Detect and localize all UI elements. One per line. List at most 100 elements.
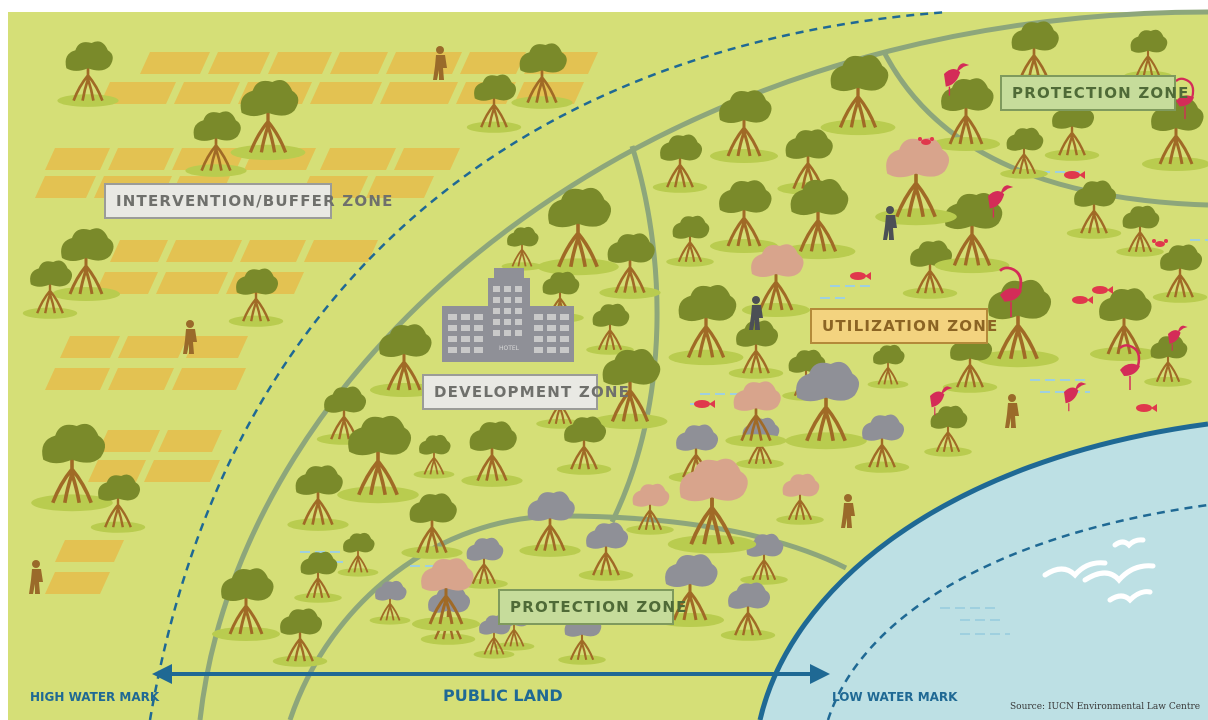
- fish-icon: [850, 272, 871, 280]
- mangrove-tree: [725, 381, 787, 447]
- hotel-window: [534, 336, 543, 342]
- mangrove-tree: [401, 493, 463, 559]
- field-plot: [35, 176, 96, 198]
- outer-zone-boundary: [197, 9, 1208, 720]
- hotel-window: [474, 336, 483, 342]
- field-plot: [144, 460, 220, 482]
- hotel-window: [515, 286, 522, 292]
- mangrove-tree: [22, 260, 78, 319]
- field-plot: [366, 176, 434, 198]
- hotel-window: [493, 319, 500, 325]
- field-plot: [60, 336, 120, 358]
- mangrove-tree: [337, 532, 379, 577]
- person-icon: [433, 46, 447, 80]
- mangrove-tree: [710, 90, 778, 163]
- field-plot: [45, 572, 110, 594]
- field-plot: [95, 272, 158, 294]
- mangrove-tree: [519, 491, 581, 557]
- field-plot: [156, 272, 228, 294]
- mangrove-tree: [776, 473, 824, 525]
- crab-icon: [918, 137, 934, 145]
- low-water-mark-label: LOW WATER MARK: [832, 690, 958, 704]
- field-plot: [320, 148, 396, 170]
- hotel-window: [515, 297, 522, 303]
- hotel-window: [461, 347, 470, 353]
- hotel-window: [560, 314, 569, 320]
- top-protection-boundary: [881, 50, 1208, 208]
- hotel-window: [448, 347, 457, 353]
- field-plot: [174, 82, 240, 104]
- mangrove-tree: [1152, 244, 1208, 303]
- mangrove-tree: [854, 414, 910, 473]
- people: [29, 46, 1019, 594]
- field-plot: [110, 240, 168, 262]
- low-water-mark-line: [826, 503, 1208, 720]
- mangrove-tree: [1066, 180, 1122, 239]
- hotel-window: [547, 336, 556, 342]
- fish-icon: [1136, 404, 1157, 412]
- mangrove-tree: [413, 434, 455, 479]
- hotel-sign: HOTEL: [499, 345, 520, 352]
- intervention-buffer-zone-label: INTERVENTION/BUFFER ZONE: [104, 183, 392, 219]
- mangrove-tree: [1090, 288, 1158, 361]
- field-plot: [108, 148, 174, 170]
- hotel-window: [547, 314, 556, 320]
- hotel-window: [474, 347, 483, 353]
- mangrove-tree: [337, 415, 419, 504]
- mangrove-tree: [90, 474, 146, 533]
- field-plot: [55, 540, 124, 562]
- hotel-window: [493, 330, 500, 336]
- high-water-mark-line: [148, 10, 949, 720]
- hotel-window: [504, 319, 511, 325]
- person-icon: [841, 494, 855, 528]
- mangrove-tree: [720, 582, 776, 641]
- mangrove-tree: [294, 551, 342, 603]
- mangrove-tree: [466, 74, 522, 133]
- hotel-window: [493, 308, 500, 314]
- hotel-window: [448, 336, 457, 342]
- hotel-window: [547, 347, 556, 353]
- hotel-window: [504, 308, 511, 314]
- hotel-building: HOTEL: [442, 268, 574, 362]
- mangrove-tree: [592, 349, 668, 430]
- field-plot: [304, 240, 378, 262]
- hotel-window: [504, 330, 511, 336]
- hotel-window: [515, 308, 522, 314]
- mangrove-tree: [212, 568, 280, 641]
- bird-icon: [988, 185, 1014, 218]
- mangrove-tree: [867, 344, 909, 389]
- public-land-label: PUBLIC LAND: [443, 686, 563, 705]
- mangrove-tree: [599, 233, 661, 299]
- hotel-window: [448, 314, 457, 320]
- bird-icon: [1064, 382, 1087, 412]
- mangrove-tree: [272, 608, 328, 667]
- hotel-window: [560, 325, 569, 331]
- person-icon: [883, 206, 897, 240]
- mangrove-tree: [1144, 335, 1192, 387]
- mangrove-tree: [1116, 205, 1164, 257]
- field-plot: [166, 240, 242, 262]
- mangrove-tree: [820, 55, 896, 136]
- shoreline: [757, 421, 1208, 720]
- mangrove-tree: [728, 320, 784, 379]
- hotel-window: [560, 336, 569, 342]
- mangrove-tree: [785, 361, 867, 450]
- hotel-window: [560, 347, 569, 353]
- field-plot: [240, 240, 306, 262]
- mangrove-tree: [461, 421, 523, 487]
- crab-icon: [1152, 239, 1168, 247]
- fish-icon: [1092, 286, 1113, 294]
- protection-zone-top-label: PROTECTION ZONE: [1000, 75, 1188, 111]
- source-credit: Source: IUCN Environmental Law Centre: [1010, 702, 1201, 712]
- field-plot: [460, 52, 526, 74]
- mangrove-tree: [666, 215, 714, 267]
- hotel-window: [504, 297, 511, 303]
- field-plot: [118, 336, 188, 358]
- fish-icon: [1064, 171, 1085, 179]
- mangrove-tree: [1000, 127, 1048, 179]
- high-water-mark-label: HIGH WATER MARK: [30, 690, 160, 704]
- bird-icon: [930, 386, 953, 416]
- hotel-window: [493, 297, 500, 303]
- hotel-window: [504, 286, 511, 292]
